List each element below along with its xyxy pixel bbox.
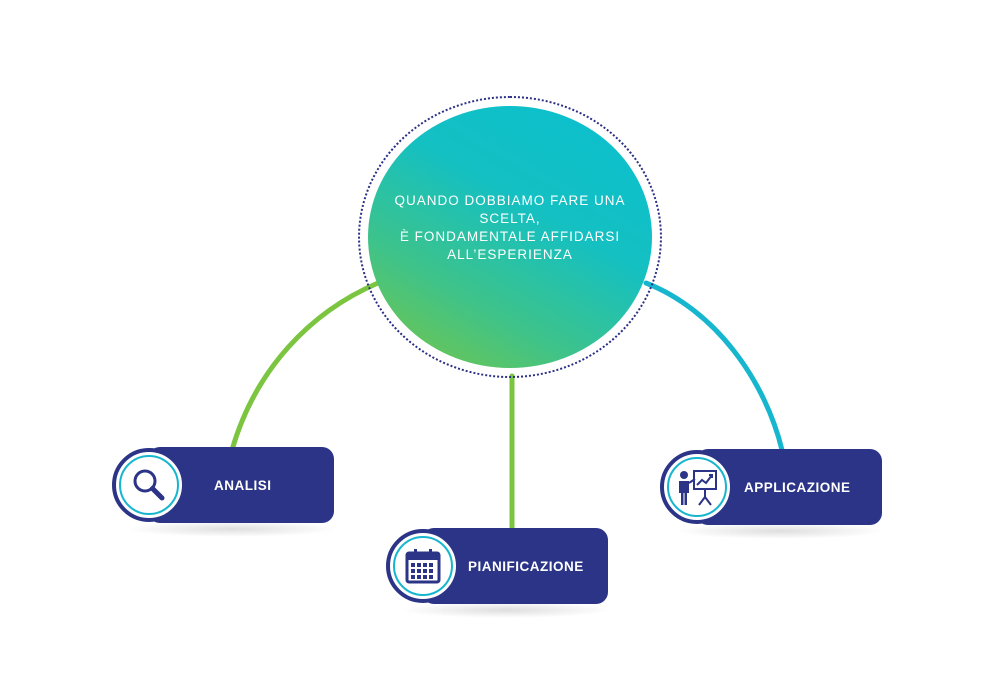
magnifier-icon [133,469,165,501]
center-node: QUANDO DOBBIAMO FARE UNA SCELTA, È FONDA… [358,96,662,378]
center-circle: QUANDO DOBBIAMO FARE UNA SCELTA, È FONDA… [368,106,652,368]
node-applicazione-label: APPLICAZIONE [744,479,851,495]
connector-analisi [229,280,381,453]
center-text-line-3: ALL’ESPERIENZA [447,247,573,262]
node-shadow [126,521,338,537]
center-text-line-1: QUANDO DOBBIAMO FARE UNA SCELTA, [394,193,626,226]
node-applicazione-icon-ring [660,450,734,524]
node-pianificazione: PIANIFICAZIONE [386,528,612,618]
node-applicazione: APPLICAZIONE [660,449,886,539]
node-analisi-icon-ring [112,448,186,522]
node-shadow [400,602,612,618]
presentation-icon [679,470,717,506]
center-text-line-2: È FONDAMENTALE AFFIDARSI [399,229,621,244]
calendar-icon [405,549,441,584]
center-dotted-ring [358,96,662,378]
node-analisi: ANALISI [112,447,338,537]
node-pianificazione-pill: PIANIFICAZIONE [422,528,608,604]
center-text: QUANDO DOBBIAMO FARE UNA SCELTA, È FONDA… [375,192,645,264]
node-pianificazione-label: PIANIFICAZIONE [468,558,584,574]
connector-applicazione [643,280,785,453]
node-pianificazione-icon-ring [386,529,460,603]
node-shadow [674,523,886,539]
node-analisi-label: ANALISI [214,477,272,493]
